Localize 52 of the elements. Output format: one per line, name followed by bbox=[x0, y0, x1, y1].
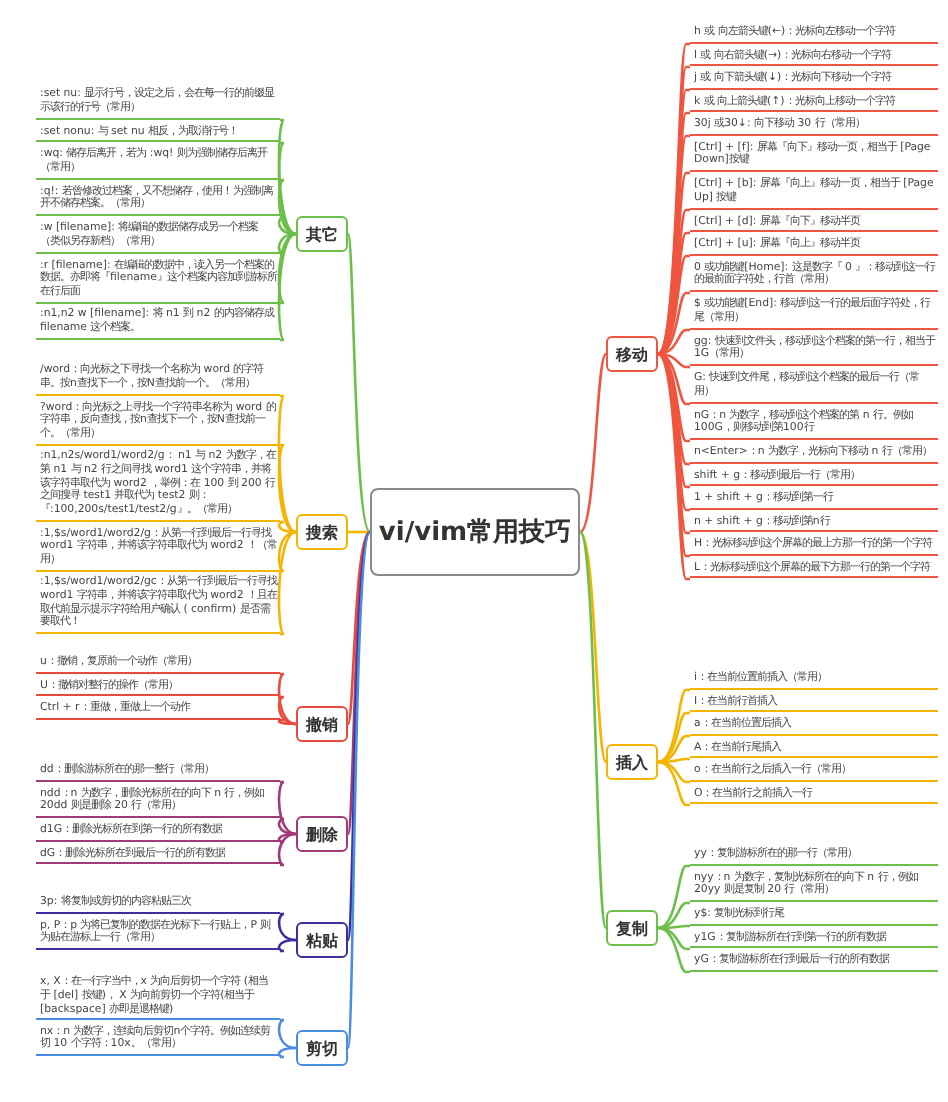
connector-line bbox=[277, 695, 297, 726]
connector-line bbox=[346, 233, 372, 533]
connector-line bbox=[277, 530, 297, 636]
connector-line bbox=[578, 531, 608, 929]
connector-line bbox=[657, 926, 690, 951]
topic-box: 撤销 bbox=[296, 706, 348, 742]
connector-line bbox=[277, 232, 297, 305]
topic-box: 其它 bbox=[296, 216, 348, 252]
connector-line bbox=[657, 760, 690, 807]
topic-box: 搜索 bbox=[296, 514, 348, 550]
topic-box: 插入 bbox=[606, 744, 658, 780]
connector-line bbox=[657, 926, 690, 974]
connector-line bbox=[346, 531, 371, 725]
central-topic-box: vi/vim常用技巧 bbox=[370, 488, 580, 576]
connector-line bbox=[657, 760, 690, 784]
connector-line bbox=[579, 531, 608, 763]
connector-line bbox=[277, 232, 297, 342]
connector-line bbox=[278, 718, 297, 726]
connector-line bbox=[277, 215, 297, 236]
topic-box: 粘贴 bbox=[296, 922, 348, 958]
connector-line bbox=[657, 901, 690, 930]
connector-line bbox=[657, 688, 690, 764]
connector-line bbox=[277, 394, 297, 534]
connector-line bbox=[657, 328, 690, 356]
connector-line bbox=[277, 780, 297, 836]
connector-line bbox=[657, 864, 690, 930]
connector-line bbox=[346, 531, 372, 1049]
connector-line bbox=[278, 1046, 297, 1059]
connector-line bbox=[277, 832, 297, 867]
connector-line bbox=[658, 924, 690, 930]
connector-line bbox=[657, 734, 690, 764]
connector-line bbox=[277, 520, 297, 534]
connector-line bbox=[346, 531, 372, 835]
connector-line bbox=[277, 817, 297, 836]
connector-line bbox=[348, 530, 370, 534]
connector-line bbox=[579, 353, 608, 533]
topic-box: 复制 bbox=[606, 910, 658, 946]
connector-line bbox=[277, 912, 297, 942]
connector-line bbox=[277, 443, 297, 534]
connector-line bbox=[277, 672, 297, 726]
connector-line bbox=[657, 711, 690, 764]
connector-line bbox=[277, 232, 297, 256]
topic-box: 移动 bbox=[606, 336, 658, 372]
connector-line bbox=[657, 352, 690, 369]
connector-line bbox=[277, 1018, 297, 1050]
connector-line bbox=[278, 832, 297, 844]
connector-line bbox=[277, 530, 297, 573]
connector-line bbox=[277, 141, 297, 236]
topic-box: 删除 bbox=[296, 816, 348, 852]
topic-box: 剪切 bbox=[296, 1030, 348, 1066]
connector-line bbox=[277, 938, 297, 953]
connector-line bbox=[346, 531, 372, 941]
